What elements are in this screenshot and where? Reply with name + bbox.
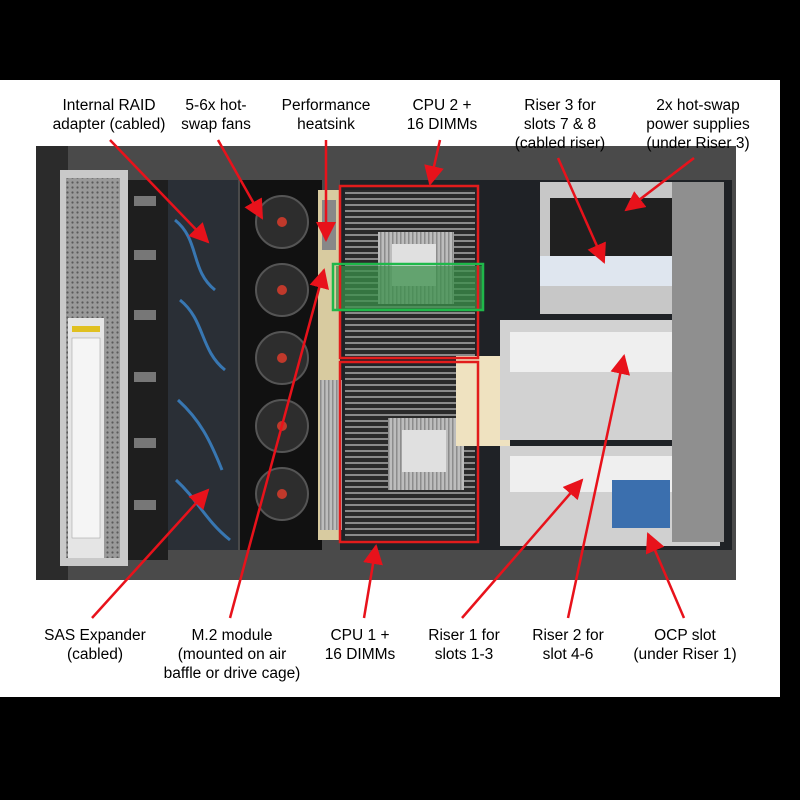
label-riser2: Riser 2 for slot 4-6 <box>518 626 618 664</box>
label-raid-line1: Internal RAID <box>62 97 156 114</box>
label-heatsink-line2: heatsink <box>297 116 355 133</box>
label-cpu1: CPU 1 + 16 DIMMs <box>310 626 410 664</box>
cpu2-callout <box>424 139 444 186</box>
ocp-callout <box>645 532 686 619</box>
cpu2-highlight <box>338 184 480 360</box>
fans-callout <box>216 139 264 220</box>
label-fans: 5-6x hot- swap fans <box>166 96 266 134</box>
label-riser1: Riser 1 for slots 1-3 <box>414 626 514 664</box>
label-psu-line3: (under Riser 3) <box>646 135 750 152</box>
label-m2-line1: M.2 module <box>191 627 273 644</box>
cpu1-callout <box>362 544 383 619</box>
label-riser3: Riser 3 for slots 7 & 8 (cabled riser) <box>500 96 620 153</box>
label-riser3-line2: slots 7 & 8 <box>523 116 597 133</box>
label-riser1-line2: slots 1-3 <box>434 646 494 663</box>
label-riser2-line1: Riser 2 for <box>532 627 604 644</box>
label-ocp-line2: (under Riser 1) <box>633 646 737 663</box>
label-cpu2-line2: 16 DIMMs <box>406 116 478 133</box>
label-heatsink: Performance heatsink <box>266 96 386 134</box>
label-cpu2-line1: CPU 2 + <box>412 97 472 114</box>
label-ocp-line1: OCP slot <box>654 627 716 644</box>
label-cpu1-line2: 16 DIMMs <box>324 646 396 663</box>
label-fans-line2: swap fans <box>181 116 251 133</box>
label-sas-expander: SAS Expander (cabled) <box>20 626 170 664</box>
riser3-callout <box>556 157 606 264</box>
label-m2-line2: (mounted on air <box>177 646 287 663</box>
psu-callout <box>624 157 695 212</box>
riser2-callout <box>566 354 631 619</box>
label-sas-line2: (cabled) <box>67 646 123 663</box>
label-riser2-line2: slot 4-6 <box>542 646 594 663</box>
label-psu-line1: 2x hot-swap <box>656 97 740 114</box>
label-m2-line3: baffle or drive cage) <box>163 665 301 682</box>
cpu1-highlight <box>338 360 480 544</box>
label-fans-line1: 5-6x hot- <box>185 97 247 114</box>
label-riser3-line3: (cabled riser) <box>514 135 606 152</box>
label-cpu1-line1: CPU 1 + <box>330 627 390 644</box>
label-raid-line2: adapter (cabled) <box>52 116 166 133</box>
raid-callout <box>109 139 210 244</box>
label-ocp-slot: OCP slot (under Riser 1) <box>620 626 750 664</box>
label-cpu2: CPU 2 + 16 DIMMs <box>392 96 492 134</box>
label-power-supplies: 2x hot-swap power supplies (under Riser … <box>628 96 768 153</box>
label-m2-module: M.2 module (mounted on air baffle or dri… <box>150 626 314 683</box>
sas-callout <box>91 488 210 619</box>
m2-callout <box>228 268 329 619</box>
label-sas-line1: SAS Expander <box>44 627 146 644</box>
m2-highlight <box>331 262 485 312</box>
riser1-callout <box>461 478 584 619</box>
label-heatsink-line1: Performance <box>281 97 371 114</box>
label-riser1-line1: Riser 1 for <box>428 627 500 644</box>
label-raid-adapter: Internal RAID adapter (cabled) <box>24 96 194 134</box>
label-riser3-line1: Riser 3 for <box>524 97 596 114</box>
label-psu-line2: power supplies <box>646 116 750 133</box>
